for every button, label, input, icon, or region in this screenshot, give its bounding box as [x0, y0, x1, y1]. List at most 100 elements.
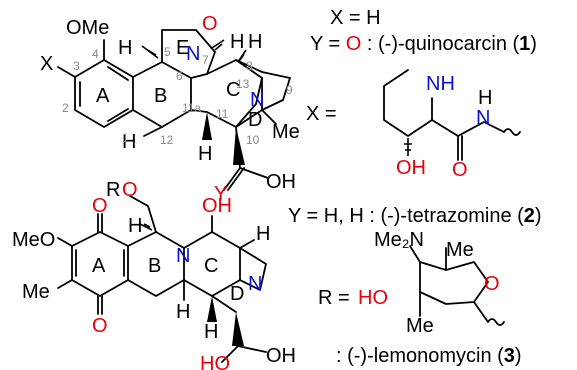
ring-c-bonds-bottom: [183, 231, 241, 297]
methoxy-label: OMe: [66, 17, 109, 39]
nme2-bond: [409, 245, 421, 263]
ring-e-oxygen-label: O: [202, 13, 218, 35]
locant-9: 9: [286, 83, 293, 97]
upper-quinone-oxygen: O: [92, 195, 108, 217]
sugar-substituent: [409, 245, 505, 326]
h-b-hash: [139, 223, 153, 231]
locant-8: 8: [246, 59, 253, 73]
legend-x-eq: X =: [306, 103, 337, 125]
amide-bonds: [431, 119, 505, 161]
n-methyl-label: Me: [272, 121, 300, 143]
ch2or-bonds: [129, 195, 157, 233]
lower-quinone-oxygen: O: [92, 315, 108, 337]
n13-label: N: [250, 89, 264, 111]
sugar-me-label: Me: [446, 239, 474, 261]
sugar-me2-label: Me: [406, 315, 434, 337]
locant-11a: 11a: [182, 101, 201, 115]
n-methyl-bond: [261, 109, 277, 125]
amide-n: N: [476, 107, 490, 129]
h11-label: H: [198, 143, 212, 165]
sugar-ring-bonds: [419, 261, 489, 305]
r-oxygen-label: O: [122, 179, 138, 201]
ring-b-bonds-bottom: [127, 231, 185, 297]
quinone-double-bonds: [75, 249, 125, 277]
h11-wedge: [202, 112, 212, 140]
ring-letter-b-bottom: B: [148, 255, 161, 277]
diol-bonds: [221, 345, 267, 363]
h7-label: H: [230, 31, 244, 53]
n-d-bottom-label: N: [248, 273, 262, 295]
diol-oh-label: OH: [266, 345, 296, 367]
r-label: R: [106, 179, 120, 201]
ring-letter-d-bottom: D: [230, 283, 244, 305]
h11a-bond: [143, 126, 163, 137]
ring-letter-c-top: C: [226, 79, 240, 101]
piperidine-nh: NH: [426, 73, 455, 95]
h-c-bond: [239, 239, 255, 249]
locant-2: 2: [62, 101, 69, 115]
legend-r-eq: R =: [318, 287, 350, 309]
wavy-bond: [503, 128, 521, 136]
methyl-label-bottom: Me: [22, 281, 50, 303]
locant-10: 10: [246, 133, 260, 147]
ring-letter-a-bottom: A: [92, 255, 106, 277]
h8-label: H: [248, 31, 262, 53]
h7-hash: [211, 39, 225, 51]
amide-oxygen: O: [452, 159, 468, 181]
h-c-label: H: [256, 223, 270, 245]
sugar-ho-label: HO: [358, 287, 388, 309]
y-label: Y: [214, 183, 227, 205]
locant-12: 12: [160, 133, 174, 147]
h8-hash: [237, 49, 247, 63]
methyl-bond-bottom: [57, 279, 73, 289]
legend-lemonomycin: : (-)-lemonomycin (3): [336, 345, 522, 367]
n-bottom-label: N: [176, 245, 190, 267]
c-diol-wedge: [232, 312, 244, 346]
h-lower-b-label: H: [176, 301, 190, 323]
locant-5: 5: [164, 45, 171, 59]
legend-y-o: Y = O : (-)-quinocarcin (1): [310, 33, 537, 55]
oh-hash: [404, 138, 412, 156]
piperidine-ring-bonds: [383, 69, 433, 137]
sugar-wavy-bond: [473, 301, 505, 326]
locant-7: 7: [202, 53, 209, 67]
diol-ho-label: HO: [200, 353, 230, 370]
h5-hash: [141, 45, 159, 59]
locant-3: 3: [73, 59, 80, 73]
legend-x-h: X = H: [330, 7, 381, 29]
h-lower-c-wedge: [207, 296, 217, 322]
lower-carbonyl: [97, 295, 103, 315]
h-lower-c-label: H: [204, 321, 218, 343]
h11a-label: H: [122, 131, 136, 153]
locant-6: 6: [176, 69, 183, 83]
top-molecule: [57, 29, 291, 191]
h-b-label: H: [128, 215, 142, 237]
piperidine-substituent: [383, 69, 521, 161]
piperidine-oh: OH: [396, 157, 426, 179]
locant-13: 13: [236, 77, 250, 91]
ring-letter-e: E: [176, 37, 189, 59]
locant-11: 11: [216, 107, 229, 121]
ring-b-bonds: [132, 61, 192, 128]
legend-y-hh: Y = H, H : (-)-tetrazomine (2): [288, 205, 542, 227]
locant-4: 4: [92, 47, 99, 61]
ring-letter-b-top: B: [154, 85, 167, 107]
c10-wedge: [233, 127, 245, 165]
c-oh-label: OH: [202, 195, 232, 217]
ring-d-bonds-bottom: [211, 247, 267, 313]
x-label: X: [40, 53, 53, 75]
n6-label: N: [186, 43, 200, 65]
ring-e-bonds: [161, 29, 216, 79]
h5-label: H: [118, 37, 132, 59]
upper-carbonyl: [97, 213, 103, 233]
ring-d-bonds: [235, 59, 291, 128]
ring-letter-a-top: A: [96, 85, 110, 107]
ring-a-inner-bonds: [79, 66, 129, 122]
ring-letter-d-top: D: [248, 109, 262, 131]
amide-h: H: [478, 87, 492, 109]
methoxy-bond-bottom: [57, 237, 73, 247]
x-bond: [57, 66, 76, 78]
nme2-label: Me₂N: [374, 229, 424, 251]
